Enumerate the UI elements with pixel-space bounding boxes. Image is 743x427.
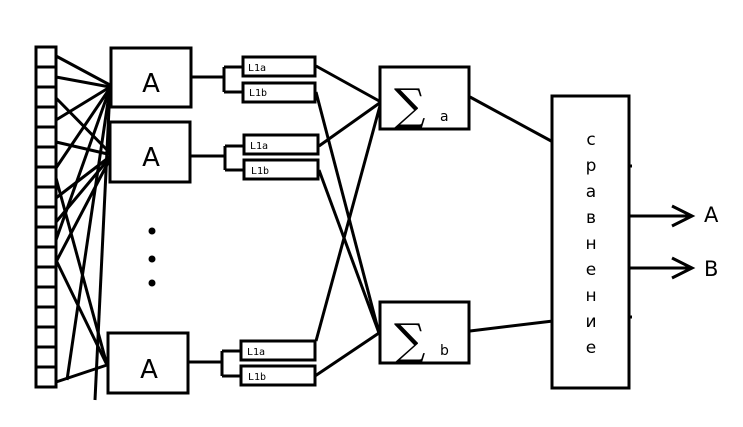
input-cell [34, 45, 58, 69]
input-cell [34, 285, 58, 309]
output-label-b: B [704, 257, 718, 281]
wire [54, 154, 114, 263]
sum-subscript: b [440, 343, 449, 359]
input-cell [34, 265, 58, 289]
input-cell [34, 85, 58, 109]
output-pair: L1a L1b [241, 55, 317, 104]
wire [469, 95, 554, 144]
input-cell [34, 205, 58, 229]
a-block: A [106, 331, 190, 395]
output-label-l1a: L1a [250, 141, 268, 152]
input-cell [34, 165, 58, 189]
wire [469, 319, 554, 333]
wire [314, 331, 380, 378]
output-label-l1a: L1a [248, 63, 266, 74]
comparator-letter: и [585, 312, 596, 332]
wire [54, 87, 112, 169]
a-block-label: A [142, 143, 160, 173]
arrow-head-icon [671, 256, 696, 280]
sum-block-a: ∑ a [378, 65, 471, 131]
input-cell [34, 345, 58, 369]
wire [314, 91, 381, 334]
input-cell [34, 65, 58, 89]
fork-connections [188, 65, 244, 378]
dot [148, 279, 156, 287]
comparator-letter: н [585, 234, 596, 254]
dot [148, 255, 156, 263]
arrow-head-icon [671, 204, 696, 228]
sigma-icon: ∑ [394, 315, 425, 366]
output-label-l1b: L1b [248, 372, 266, 383]
output-label-l1a: L1a [247, 347, 265, 358]
input-strip [34, 45, 58, 389]
comparator-letter: с [586, 130, 595, 150]
dot [148, 227, 156, 235]
comparator-letter: е [586, 260, 596, 280]
output-arrow-b: B [629, 256, 718, 281]
input-cell [34, 365, 58, 389]
input-cell [34, 185, 58, 209]
comparator-letter: а [586, 182, 596, 202]
wire [55, 75, 111, 89]
wire [65, 87, 112, 381]
comparator-letter: н [585, 286, 596, 306]
input-cell [34, 105, 58, 129]
output-label-l1b: L1b [251, 166, 269, 177]
output-pair: L1a L1b [242, 133, 320, 181]
input-cell [34, 305, 58, 329]
wire [55, 140, 113, 157]
ellipsis-dots [148, 227, 156, 287]
input-cell [34, 125, 58, 149]
a-block-label: A [142, 69, 160, 99]
input-cell [34, 325, 58, 349]
fork [188, 349, 241, 378]
input-cell [34, 245, 58, 269]
comparator-letter: р [586, 156, 597, 176]
comparator-letter: в [586, 208, 596, 228]
sum-connections [314, 64, 383, 378]
wire [317, 169, 381, 334]
wire [54, 96, 114, 157]
a-block-label: A [140, 355, 158, 385]
wire [55, 54, 111, 87]
input-cell [34, 145, 58, 169]
sigma-icon: ∑ [394, 80, 425, 131]
output-label-a: A [704, 203, 719, 227]
fork [191, 65, 243, 94]
wire [315, 64, 382, 104]
comparator-letter: е [586, 338, 596, 358]
wire [55, 85, 111, 122]
wire [55, 363, 108, 384]
output-label-l1b: L1b [249, 88, 267, 99]
sum-block-b: ∑ b [378, 300, 471, 366]
sum-subscript: a [440, 109, 449, 125]
wire [54, 177, 109, 366]
input-connections [54, 54, 114, 401]
wire [54, 259, 109, 366]
input-cell [34, 225, 58, 249]
wire [55, 153, 113, 200]
output-pair: L1a L1b [239, 339, 317, 387]
output-arrow-a: A [629, 203, 719, 228]
a-block: A [108, 120, 192, 184]
a-block: A [109, 46, 193, 109]
fork [190, 144, 244, 172]
